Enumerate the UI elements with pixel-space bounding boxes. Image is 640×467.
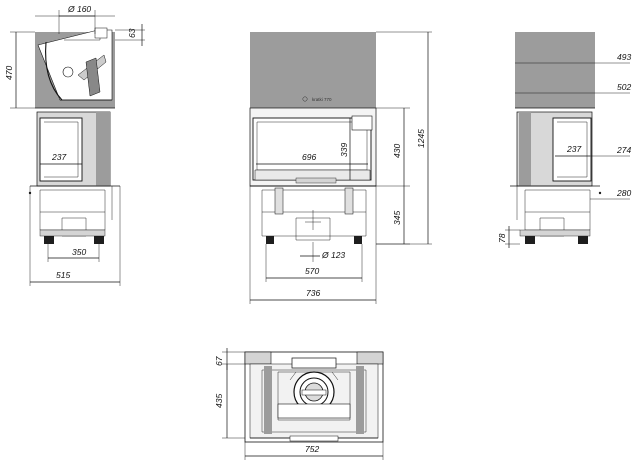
left-foot bbox=[44, 236, 54, 244]
dim-right-lower: 502 bbox=[617, 82, 631, 92]
left-glass bbox=[39, 117, 83, 182]
right-side-view: 493 502 237 274 280 78 bbox=[497, 32, 631, 248]
brand-logo-icon bbox=[302, 96, 308, 102]
top-view: 67 435 752 bbox=[214, 348, 384, 460]
dim-front-overall-width: 736 bbox=[306, 288, 320, 298]
dim-left-top-offset: 63 bbox=[127, 28, 137, 38]
dim-top-depth-front: 67 bbox=[214, 356, 224, 366]
dim-front-glass-width: 696 bbox=[302, 152, 316, 162]
front-hood bbox=[250, 32, 376, 108]
dim-front-foot-spacing: 570 bbox=[305, 266, 319, 276]
dim-left-foot-spacing: 350 bbox=[72, 247, 86, 257]
dim-left-glass-width: 237 bbox=[51, 152, 66, 162]
dim-right-side-a: 274 bbox=[616, 145, 631, 155]
dim-right-side-b: 280 bbox=[616, 188, 631, 198]
right-foot bbox=[525, 236, 535, 244]
dim-front-overall-height: 1245 bbox=[416, 129, 426, 148]
right-foot bbox=[578, 236, 588, 244]
front-view: kratki 770 696 339 430 345 1245 bbox=[249, 31, 432, 304]
right-glass bbox=[552, 117, 592, 182]
dim-front-glass-height: 339 bbox=[339, 143, 349, 157]
left-foot bbox=[94, 236, 104, 244]
left-side-view: Ø 160 63 470 237 350 515 bbox=[4, 4, 145, 286]
front-foot bbox=[266, 236, 274, 244]
dim-right-glass-width: 237 bbox=[566, 144, 581, 154]
right-hood bbox=[515, 32, 595, 108]
dim-front-upper-height: 430 bbox=[392, 144, 402, 158]
front-brand-label: kratki 770 bbox=[312, 97, 332, 102]
dim-front-inlet-diameter: Ø 123 bbox=[321, 250, 345, 260]
dim-right-upper: 493 bbox=[617, 52, 631, 62]
dim-right-foot-height: 78 bbox=[497, 233, 507, 243]
dim-left-outlet-diameter: Ø 160 bbox=[67, 4, 91, 14]
dim-front-lower-height: 345 bbox=[392, 211, 402, 225]
dim-left-hood-height: 470 bbox=[4, 66, 14, 80]
front-foot bbox=[354, 236, 362, 244]
dim-left-overall-width: 515 bbox=[56, 270, 70, 280]
dim-top-depth-total: 435 bbox=[214, 394, 224, 408]
front-glass bbox=[252, 117, 372, 181]
dim-top-overall-width: 752 bbox=[305, 444, 319, 454]
